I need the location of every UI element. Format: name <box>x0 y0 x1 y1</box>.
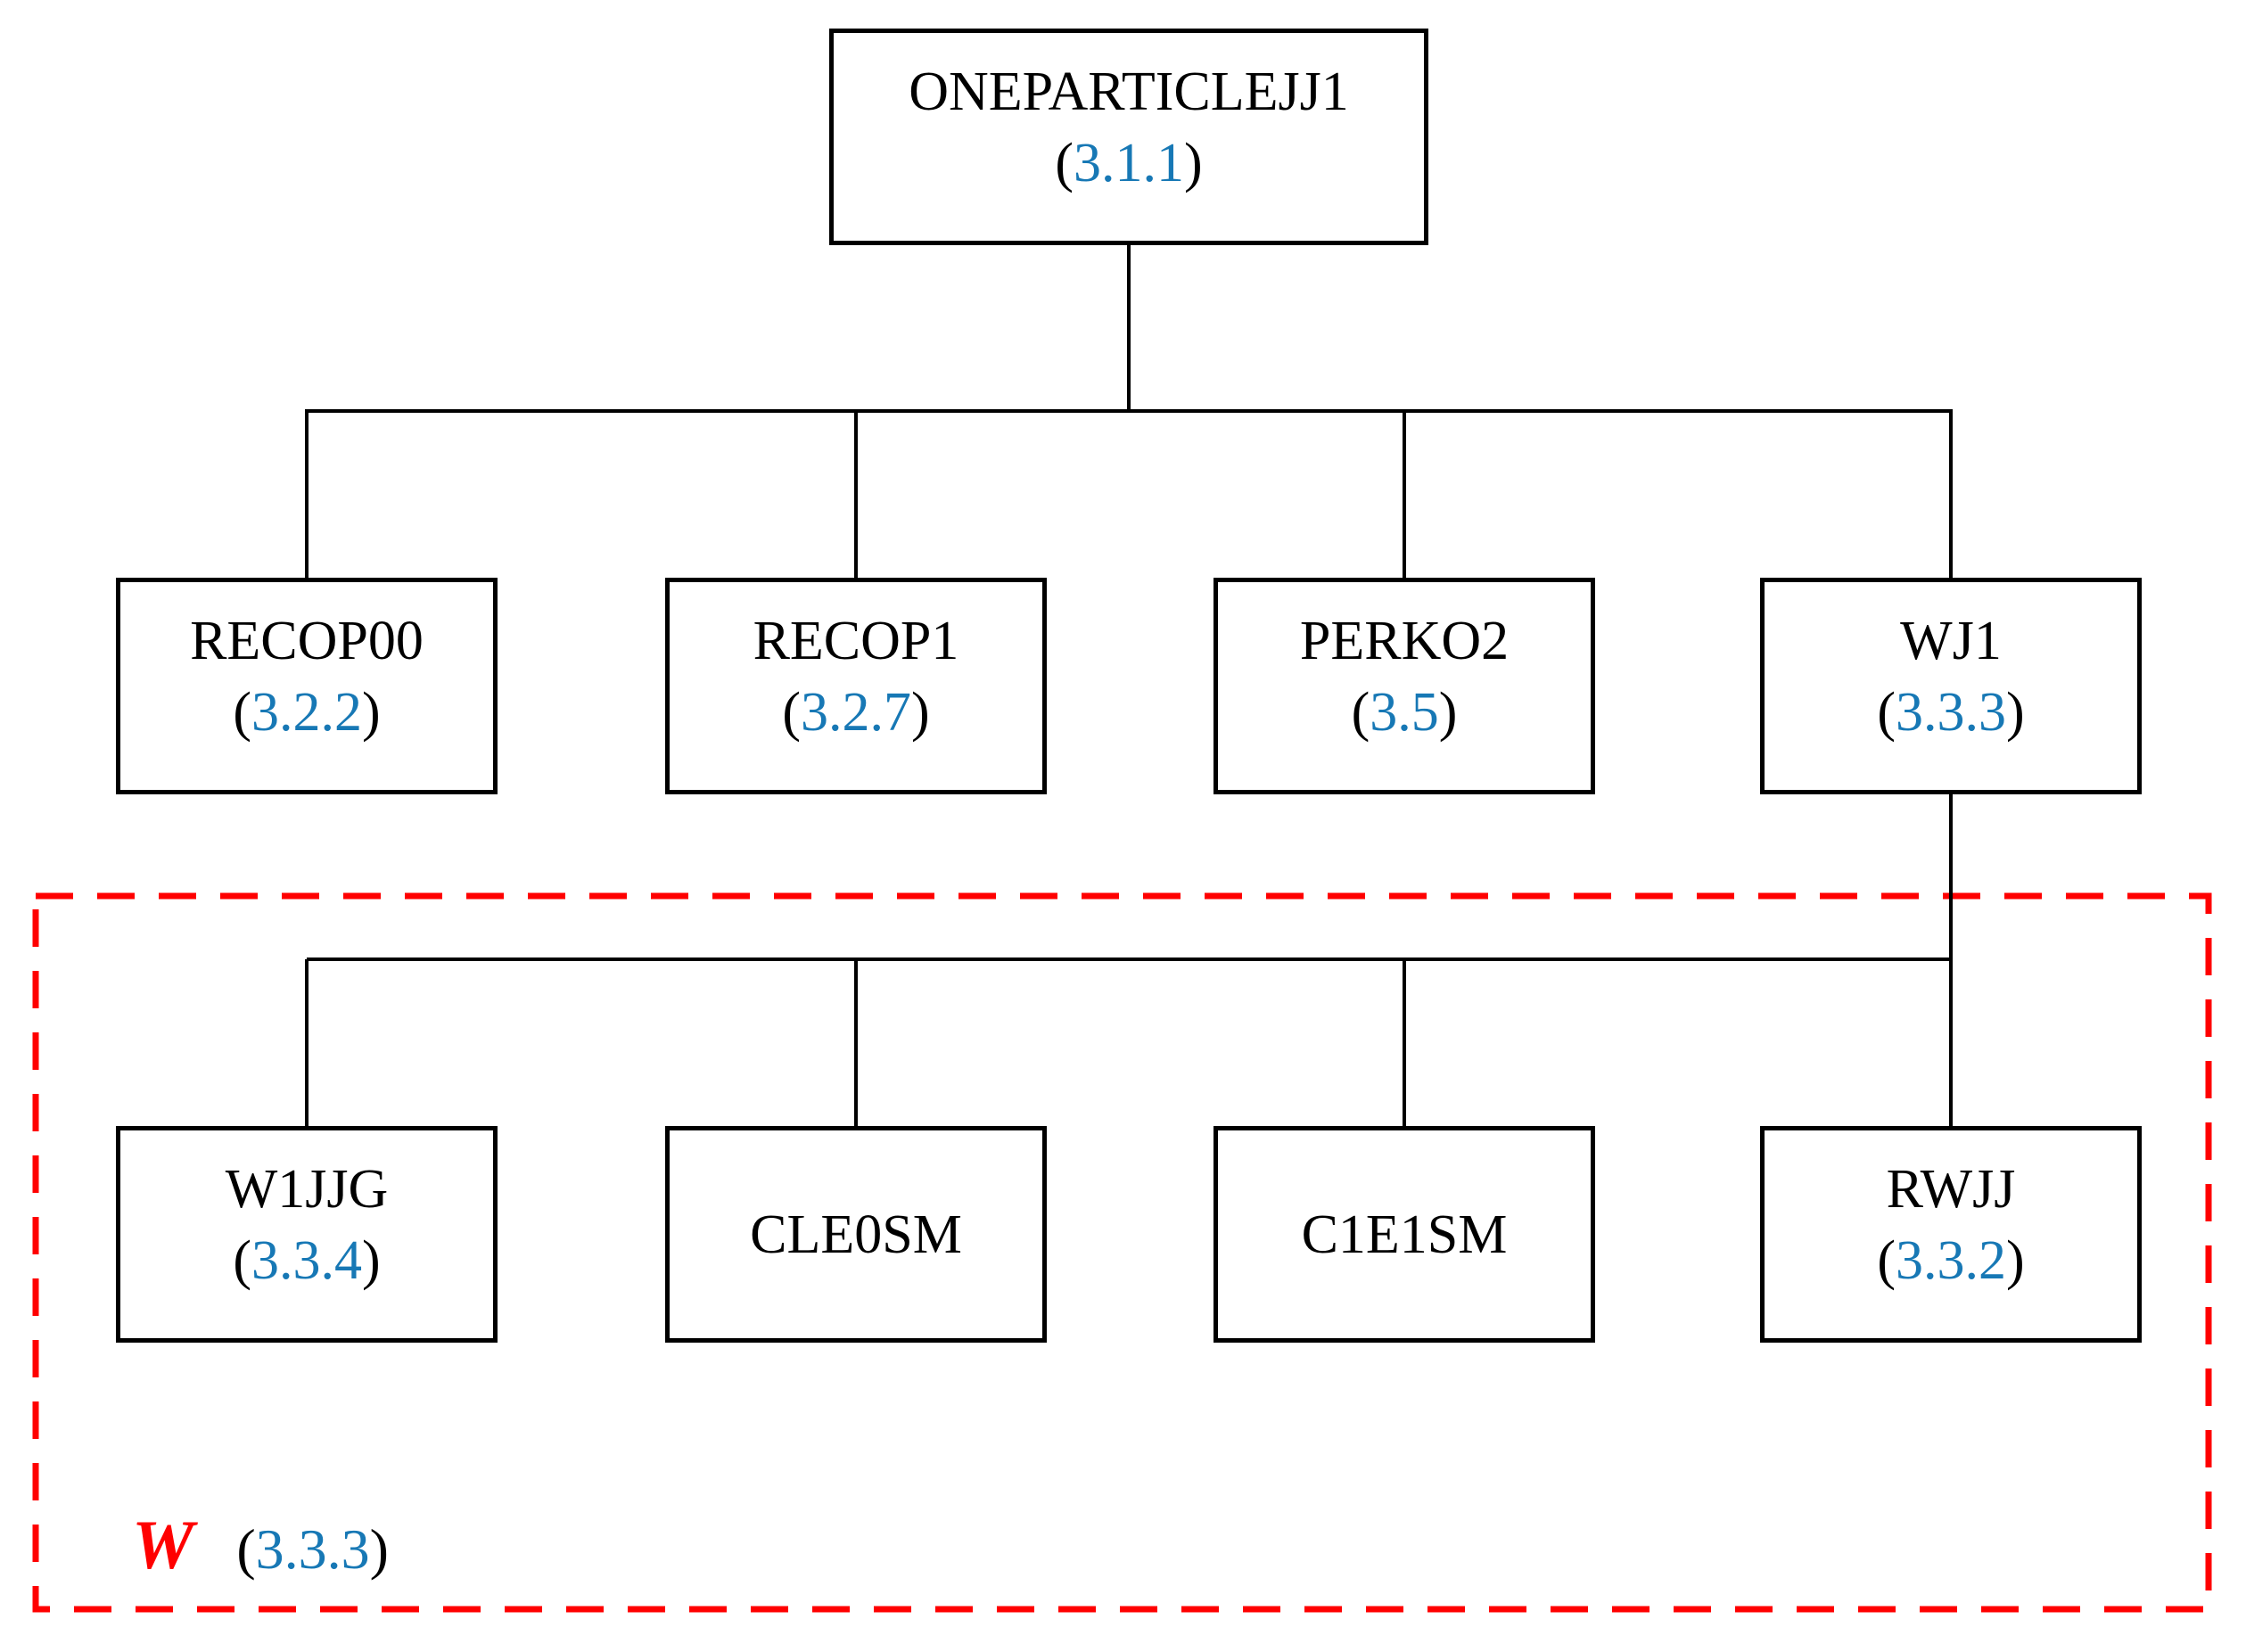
node-label: CLE0SM <box>750 1204 962 1265</box>
node-reference: (3.5) <box>1351 682 1458 743</box>
node-label: RECOP00 <box>190 611 424 671</box>
node-cle0sm: CLE0SM <box>665 1126 1047 1343</box>
tree-connector-lines <box>305 243 1953 1128</box>
node-reference: (3.1.1) <box>1055 133 1203 193</box>
node-label: PERKO2 <box>1299 611 1510 671</box>
node-label: ONEPARTICLEJJ1 <box>909 62 1349 122</box>
node-rwjj: RWJJ (3.3.2) <box>1760 1126 2142 1343</box>
node-label: W1JJG <box>225 1159 389 1220</box>
node-w1jjg: W1JJG (3.3.4) <box>116 1126 498 1343</box>
node-reference: (3.3.2) <box>1877 1230 2025 1291</box>
group-dashed-border <box>32 892 2212 1613</box>
node-reference: (3.2.7) <box>782 682 930 743</box>
node-recop00: RECOP00 (3.2.2) <box>116 578 498 794</box>
node-c1e1sm: C1E1SM <box>1213 1126 1595 1343</box>
group-caption-letter: W <box>132 1506 194 1583</box>
node-reference: (3.2.2) <box>233 682 381 743</box>
node-recop1: RECOP1 (3.2.7) <box>665 578 1047 794</box>
group-caption-reference: (3.3.3) <box>236 1517 389 1581</box>
node-label: RWJJ <box>1886 1159 2016 1220</box>
node-label: WJ1 <box>1900 611 2002 671</box>
node-reference: (3.3.4) <box>233 1230 381 1291</box>
node-wj1: WJ1 (3.3.3) <box>1760 578 2142 794</box>
node-oneparticlejj1: ONEPARTICLEJJ1 (3.1.1) <box>829 29 1428 245</box>
node-reference: (3.3.3) <box>1877 682 2025 743</box>
node-perko2: PERKO2 (3.5) <box>1213 578 1595 794</box>
node-label: C1E1SM <box>1301 1204 1508 1265</box>
group-caption: W (3.3.3) <box>132 1505 389 1585</box>
node-label: RECOP1 <box>753 611 959 671</box>
